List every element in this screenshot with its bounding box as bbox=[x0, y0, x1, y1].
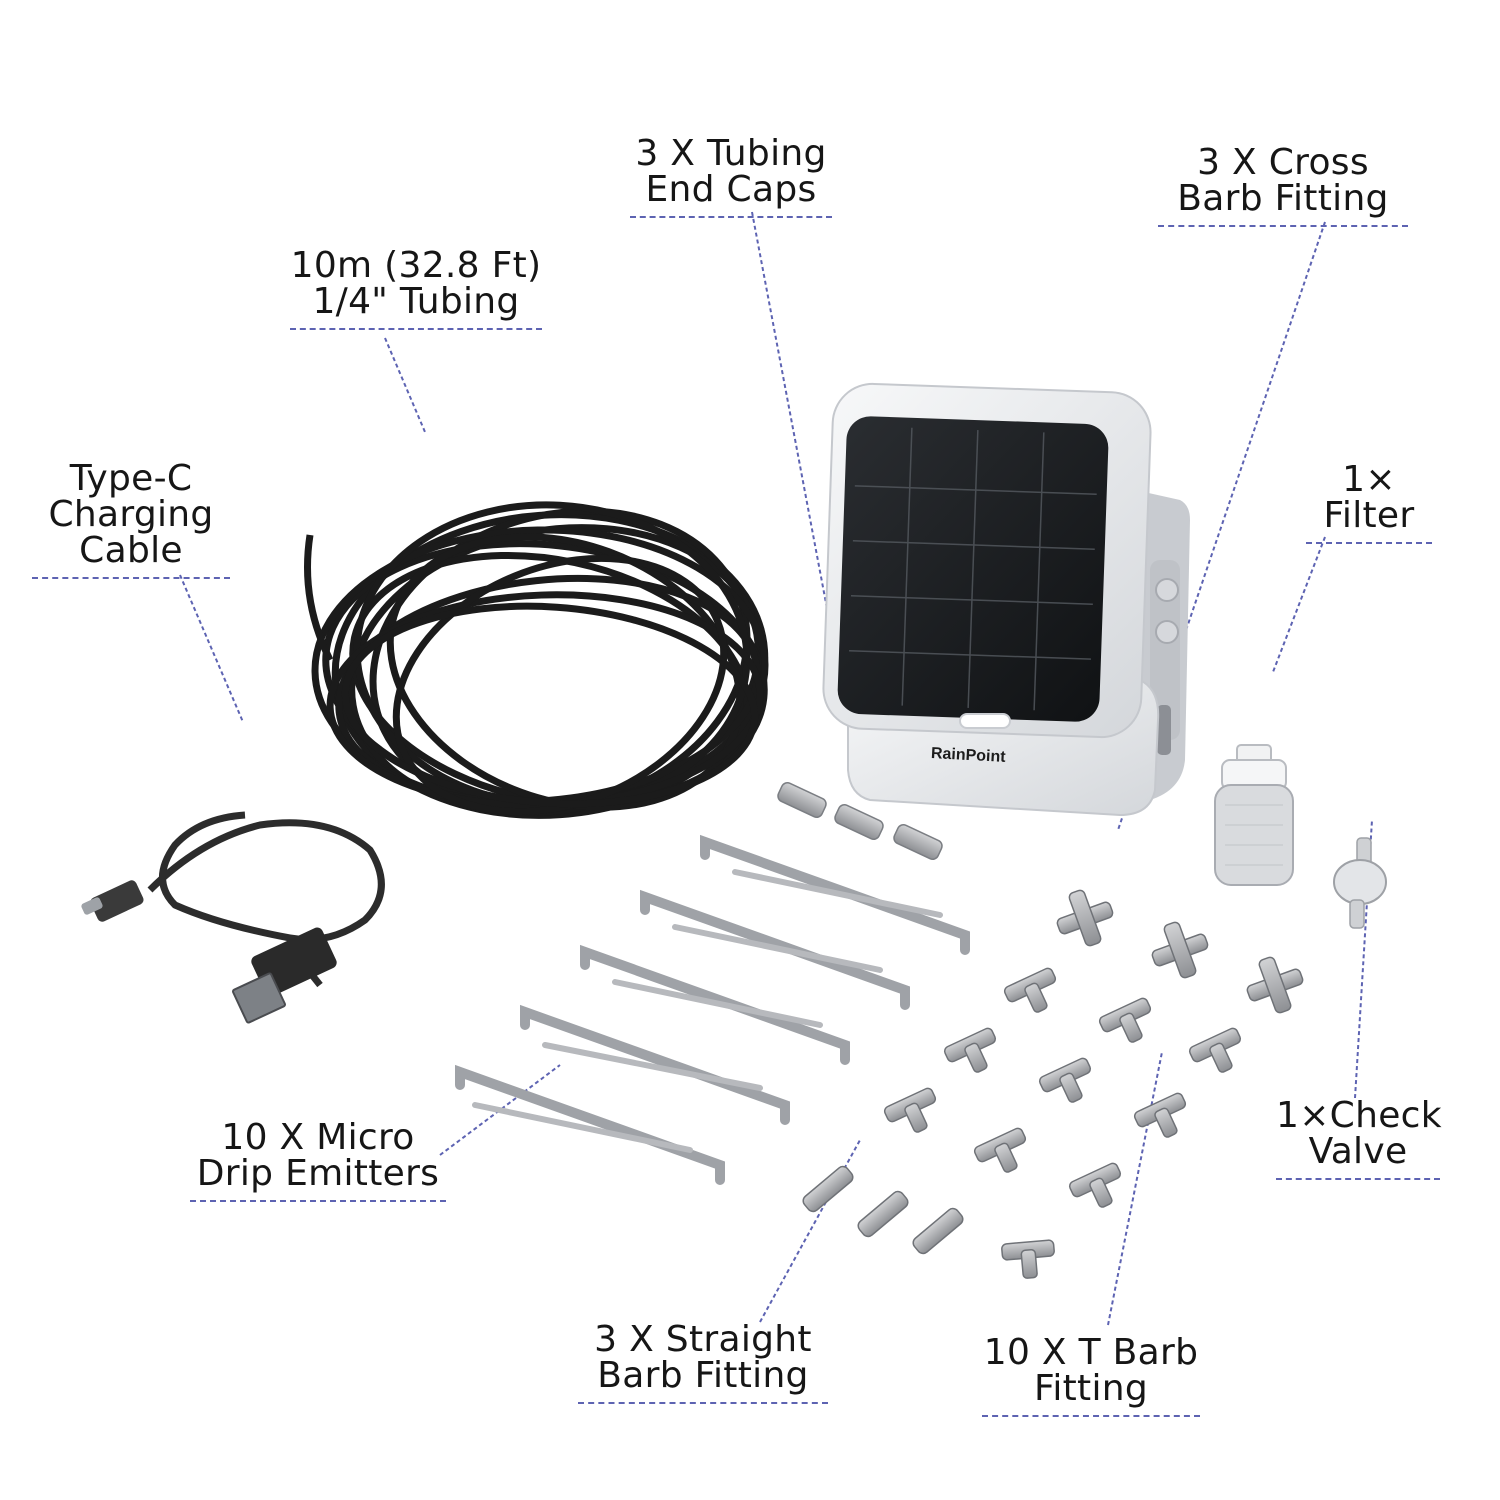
brand-logo: RainPoint bbox=[931, 745, 1007, 766]
label-end-caps: 3 X Tubing End Caps bbox=[630, 136, 832, 218]
label-t-barb: 10 X T Barb Fitting bbox=[982, 1335, 1200, 1417]
barb-fittings bbox=[802, 889, 1304, 1279]
filter bbox=[1214, 744, 1294, 886]
label-straight-barb: 3 X Straight Barb Fitting bbox=[578, 1322, 828, 1404]
end-caps bbox=[777, 782, 943, 860]
solar-controller-device: RainPoint bbox=[822, 382, 1190, 817]
usb-cable bbox=[81, 811, 385, 1024]
tubing-coil bbox=[304, 501, 769, 819]
drip-emitters bbox=[455, 834, 970, 1185]
label-emitters: 10 X Micro Drip Emitters bbox=[190, 1120, 446, 1202]
label-check-valve: 1×Check Valve bbox=[1276, 1098, 1442, 1180]
label-cross-barb: 3 X Cross Barb Fitting bbox=[1158, 145, 1408, 227]
label-filter: 1× Filter bbox=[1306, 462, 1432, 544]
label-cable: Type-C Charging Cable bbox=[32, 461, 230, 579]
type-c-plug bbox=[90, 880, 144, 922]
check-valve bbox=[1333, 837, 1387, 929]
label-tubing: 10m (32.8 Ft) 1/4" Tubing bbox=[290, 248, 542, 330]
